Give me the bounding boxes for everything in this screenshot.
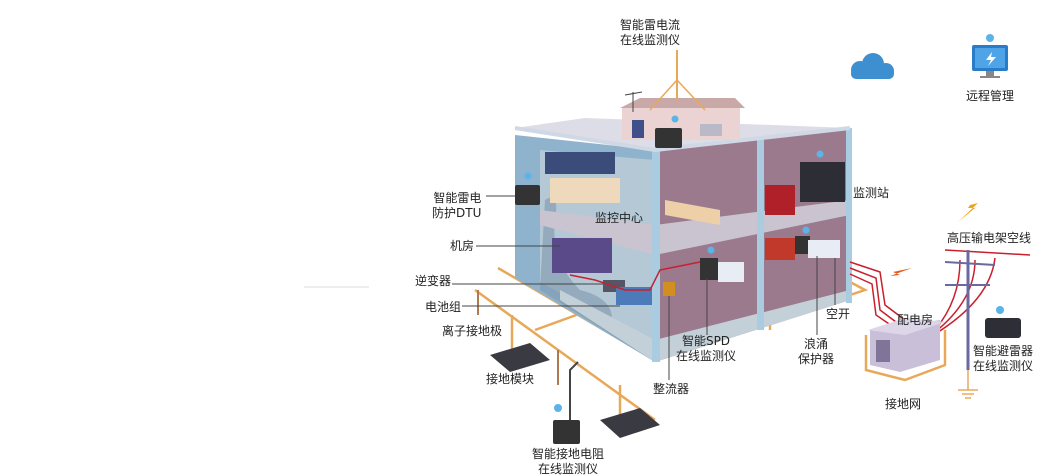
label-ground-resistance-monitor: 智能接地电阻在线监测仪 (532, 447, 604, 475)
label-hv-overhead-line: 高压输电架空线 (947, 231, 1032, 245)
label-ion-ground-electrode: 离子接地极 (442, 324, 503, 338)
label-line: 在线监测仪 (538, 462, 599, 475)
label-grounding-grid: 接地网 (885, 397, 922, 411)
dtu-device (515, 185, 540, 205)
label-surge-protector: 浪涌保护器 (798, 337, 834, 367)
cloud-icon (851, 53, 894, 79)
label-line: 智能接地电阻 (532, 447, 605, 461)
label-inverter: 逆变器 (415, 274, 452, 288)
grounding-module-plate (490, 343, 550, 372)
ground-resistance-device (553, 420, 580, 444)
leader-lines (304, 195, 836, 380)
label-lightning-monitor: 智能雷电流在线监测仪 (620, 18, 680, 48)
label-air-switch: 空开 (826, 307, 851, 321)
label-line: 在线监测仪 (676, 349, 737, 363)
lightning-icon (890, 268, 912, 276)
computer-icon (972, 45, 1008, 78)
label-machine-room: 机房 (450, 239, 475, 253)
label-dtu: 智能雷电防护DTU (432, 191, 481, 221)
label-remote-management: 远程管理 (966, 89, 1015, 103)
label-monitoring-station: 监测站 (853, 186, 890, 200)
label-arrester-monitor: 智能避雷器在线监测仪 (973, 344, 1033, 374)
label-line: 在线监测仪 (973, 359, 1034, 373)
label-line: 浪涌 (804, 337, 829, 351)
label-line: 智能SPD (681, 334, 731, 348)
label-line: 保护器 (798, 352, 835, 366)
monitoring-screens (545, 152, 615, 174)
lightning-icon (958, 185, 983, 222)
wifi-icon (524, 34, 1004, 412)
arrester-monitor-device (985, 318, 1021, 338)
label-line: 在线监测仪 (620, 33, 681, 47)
label-distribution-room: 配电房 (897, 313, 934, 327)
label-monitoring-center: 监控中心 (595, 211, 644, 225)
label-grounding-module: 接地模块 (486, 372, 535, 386)
label-line: 智能雷电 (433, 191, 482, 205)
lightning-monitor-device (655, 128, 682, 148)
grounding-plate (600, 408, 660, 438)
ground-symbol-icon (958, 389, 978, 399)
rectifier-box (663, 282, 675, 296)
label-rectifier: 整流器 (653, 382, 690, 396)
label-line: 智能雷电流 (620, 18, 681, 32)
label-line: 智能避雷器 (973, 344, 1034, 358)
label-line: 防护DTU (432, 206, 482, 220)
label-battery-pack: 电池组 (425, 300, 462, 314)
server-racks (552, 238, 612, 273)
floor-lower (560, 290, 850, 362)
